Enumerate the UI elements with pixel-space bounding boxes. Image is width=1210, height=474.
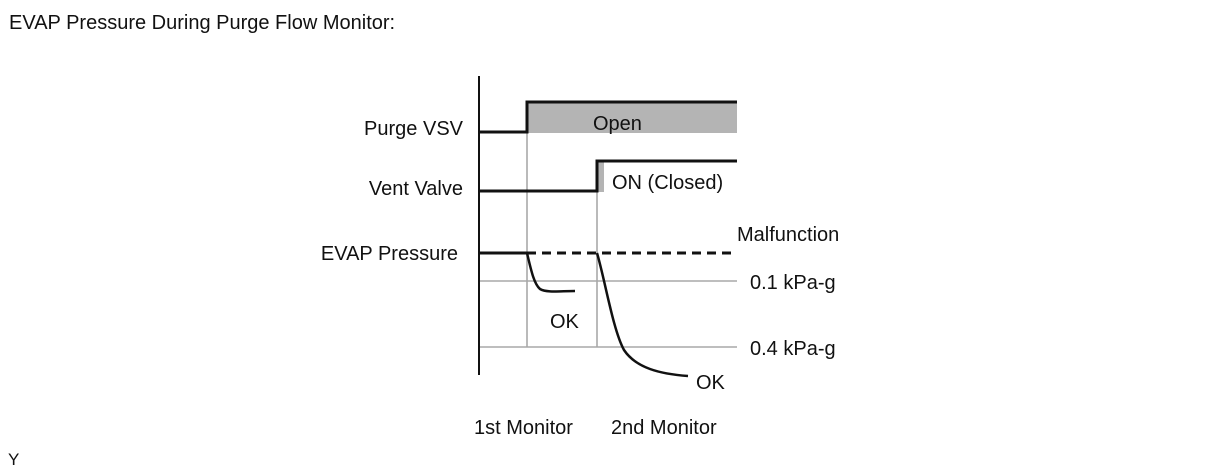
page-title: EVAP Pressure During Purge Flow Monitor: (9, 12, 396, 34)
evap-drop-curve-1 (525, 252, 576, 293)
vent-valve-signal (479, 159, 737, 193)
purge-vsv-signal (479, 100, 737, 134)
label-malfunction: Malfunction (737, 224, 839, 246)
state-open: Open (593, 113, 642, 135)
label-first-monitor: 1st Monitor (474, 417, 573, 439)
evap-drop-curve-2 (595, 252, 689, 378)
grid-lines (479, 102, 737, 348)
purge-open-fill (527, 102, 737, 133)
label-threshold-0-4: 0.4 kPa-g (750, 338, 836, 360)
label-ok-second: OK (696, 372, 726, 394)
label-evap-pressure: EVAP Pressure (321, 243, 458, 265)
vent-closed-fill (597, 161, 604, 192)
state-on-closed: ON (Closed) (612, 172, 723, 194)
label-vent-valve: Vent Valve (369, 178, 463, 200)
figure-code: Y (8, 450, 20, 469)
label-second-monitor: 2nd Monitor (611, 417, 717, 439)
label-purge-vsv: Purge VSV (364, 118, 464, 140)
label-ok-first: OK (550, 311, 580, 333)
label-threshold-0-1: 0.1 kPa-g (750, 272, 836, 294)
